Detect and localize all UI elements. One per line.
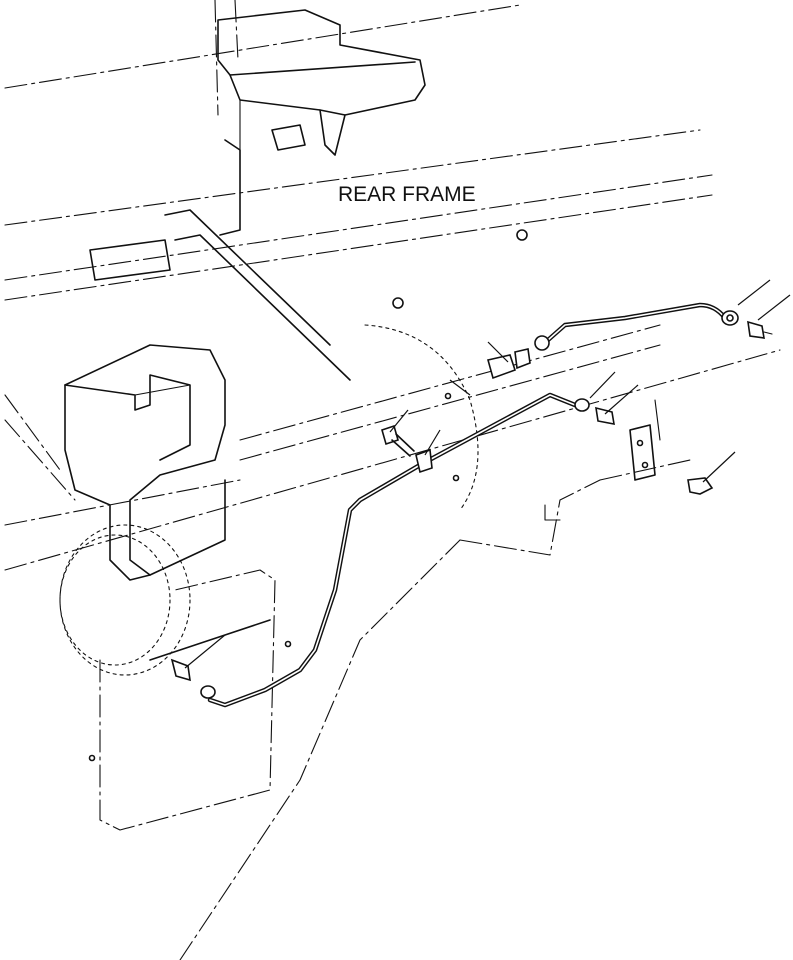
union-fitting — [487, 348, 531, 380]
tube-clip — [415, 448, 433, 474]
rear-frame-label: REAR FRAME — [338, 183, 476, 206]
tube-fitting-upper-left — [534, 335, 550, 351]
brake-drum-outline — [59, 524, 276, 831]
upper-mount-bracket — [217, 9, 426, 161]
wheel-cylinder-fitting — [170, 658, 216, 699]
connector-mid — [595, 406, 615, 425]
connector-upper-right — [747, 320, 773, 339]
right-bracket — [599, 399, 691, 481]
frame-holes — [88, 229, 528, 762]
mounting-bolt — [381, 424, 415, 457]
axle-bell-outline — [179, 324, 601, 960]
tube-fitting-mid — [574, 398, 590, 412]
brake-tube-lower — [207, 392, 578, 708]
tube-fitting-upper-right — [721, 310, 739, 326]
rear-frame-rails — [4, 0, 781, 571]
cotter-pin — [687, 477, 714, 495]
cross-member — [89, 139, 351, 381]
axle-housing — [64, 344, 226, 581]
callout-leaders — [184, 279, 791, 669]
brake-tube-upper — [545, 302, 728, 343]
